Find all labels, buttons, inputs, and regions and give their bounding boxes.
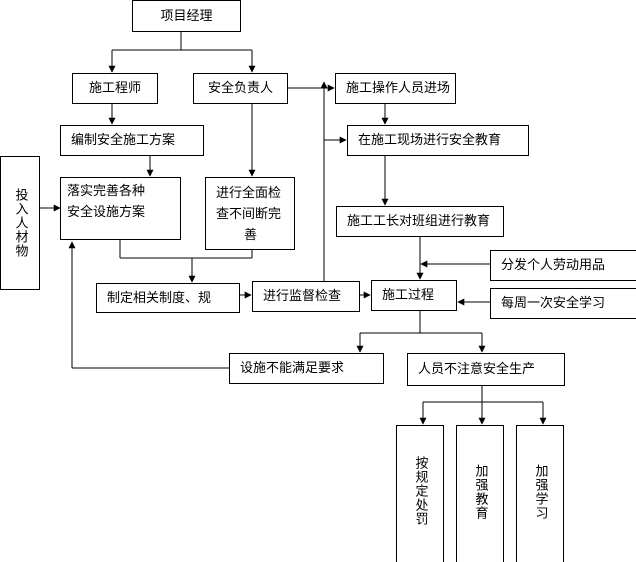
node-full-inspection: 进行全面检 查不间断完 善 bbox=[205, 177, 295, 250]
node-label: 加强学习 bbox=[532, 464, 548, 520]
node-label: 施工程师 bbox=[88, 81, 141, 96]
node-label: 每周一次安全学习 bbox=[501, 296, 606, 311]
node-construction-process: 施工过程 bbox=[371, 280, 457, 311]
node-compile-plan: 编制安全施工方案 bbox=[60, 125, 204, 156]
node-implement-measures: 落实完善各种 安全设施方案 bbox=[60, 177, 181, 240]
node-label: 编制安全施工方案 bbox=[71, 133, 176, 148]
node-distribute-ppe: 分发个人劳动用品 bbox=[490, 250, 636, 281]
node-site-education: 在施工现场进行安全教育 bbox=[347, 125, 529, 156]
node-label: 制定相关制度、规 bbox=[107, 290, 212, 306]
node-safety-officer: 安全负责人 bbox=[193, 73, 288, 104]
node-label: 施工操作人员进场 bbox=[346, 81, 451, 96]
node-project-manager: 项目经理 bbox=[132, 0, 241, 32]
node-label: 人员不注意安全生产 bbox=[418, 362, 536, 377]
node-strengthen-study: 加强学习 bbox=[516, 425, 564, 562]
node-label: 施工工长对班组进行教育 bbox=[347, 214, 491, 229]
node-label-line: 进行全面检 bbox=[216, 186, 282, 201]
node-label: 分发个人劳动用品 bbox=[501, 258, 606, 273]
node-label-line: 落实完善各种 bbox=[67, 184, 146, 199]
node-weekly-study: 每周一次安全学习 bbox=[490, 288, 636, 319]
node-strengthen-education: 加强教育 bbox=[456, 425, 504, 562]
node-label: 按规定处罚 bbox=[412, 456, 428, 526]
node-label: 在施工现场进行安全教育 bbox=[358, 133, 502, 148]
node-label: 进行监督检查 bbox=[263, 289, 342, 304]
node-unsafe-personnel: 人员不注意安全生产 bbox=[407, 353, 565, 386]
node-label: 安全负责人 bbox=[207, 81, 273, 96]
node-label: 投入人材物 bbox=[12, 188, 28, 258]
node-facility-insufficient: 设施不能满足要求 bbox=[229, 353, 384, 384]
node-construction-engineer: 施工程师 bbox=[72, 73, 158, 104]
node-label-line: 安全设施方案 bbox=[67, 205, 146, 220]
node-foreman-education: 施工工长对班组进行教育 bbox=[336, 206, 504, 237]
node-label: 施工过程 bbox=[382, 288, 435, 303]
node-label-line: 善 bbox=[244, 228, 258, 243]
node-penalty: 按规定处罚 bbox=[396, 425, 444, 562]
node-supervision: 进行监督检查 bbox=[252, 281, 360, 312]
node-workers-enter: 施工操作人员进场 bbox=[335, 73, 456, 104]
node-label: 项目经理 bbox=[160, 8, 213, 24]
node-invest-resources: 投入人材物 bbox=[0, 156, 40, 290]
node-rules: 制定相关制度、规 bbox=[96, 283, 240, 313]
node-label: 设施不能满足要求 bbox=[240, 361, 345, 376]
node-label-line: 查不间断完 bbox=[216, 207, 282, 222]
node-label: 加强教育 bbox=[472, 464, 488, 520]
